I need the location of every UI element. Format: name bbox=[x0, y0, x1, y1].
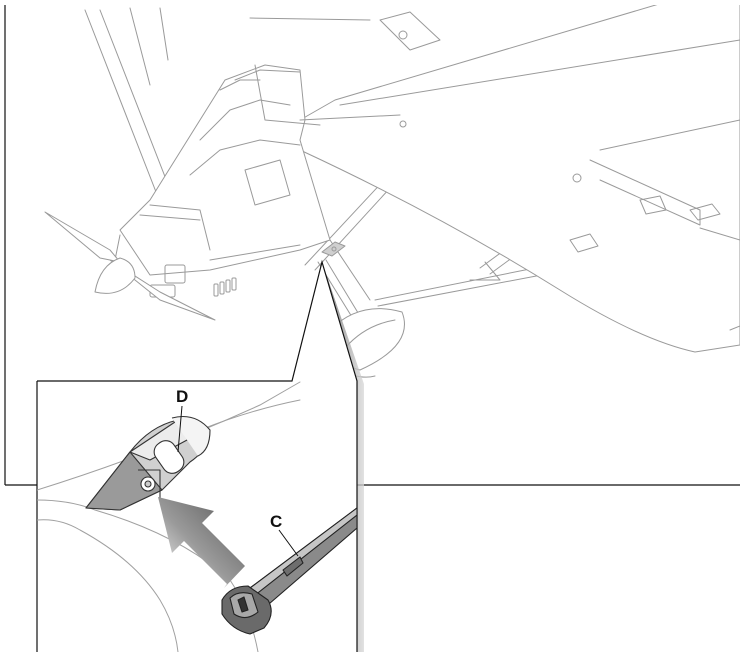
callout-label-d: D bbox=[176, 387, 188, 406]
mount-point bbox=[321, 241, 346, 257]
overview-view bbox=[4, 5, 740, 486]
wing-strut-bracket bbox=[85, 415, 211, 511]
callout-pointer-shadow bbox=[322, 262, 364, 652]
main-frame-border bbox=[4, 5, 740, 486]
wing-bolt bbox=[398, 30, 408, 40]
fuselage bbox=[119, 64, 331, 276]
callout-label-c: C bbox=[270, 512, 282, 531]
wing bbox=[299, 5, 740, 353]
propeller bbox=[44, 211, 216, 321]
callout-c-leader bbox=[278, 529, 299, 557]
insertion-arrow bbox=[158, 497, 245, 588]
detail-inset bbox=[37, 381, 357, 652]
wing-bolt bbox=[399, 120, 407, 128]
fuselage-details bbox=[114, 17, 401, 301]
wing-bolt bbox=[572, 173, 582, 183]
wing-details bbox=[339, 11, 740, 331]
callout-d-leader bbox=[177, 405, 183, 453]
wing-strut-end bbox=[221, 507, 357, 635]
cowl-vents bbox=[149, 264, 237, 298]
